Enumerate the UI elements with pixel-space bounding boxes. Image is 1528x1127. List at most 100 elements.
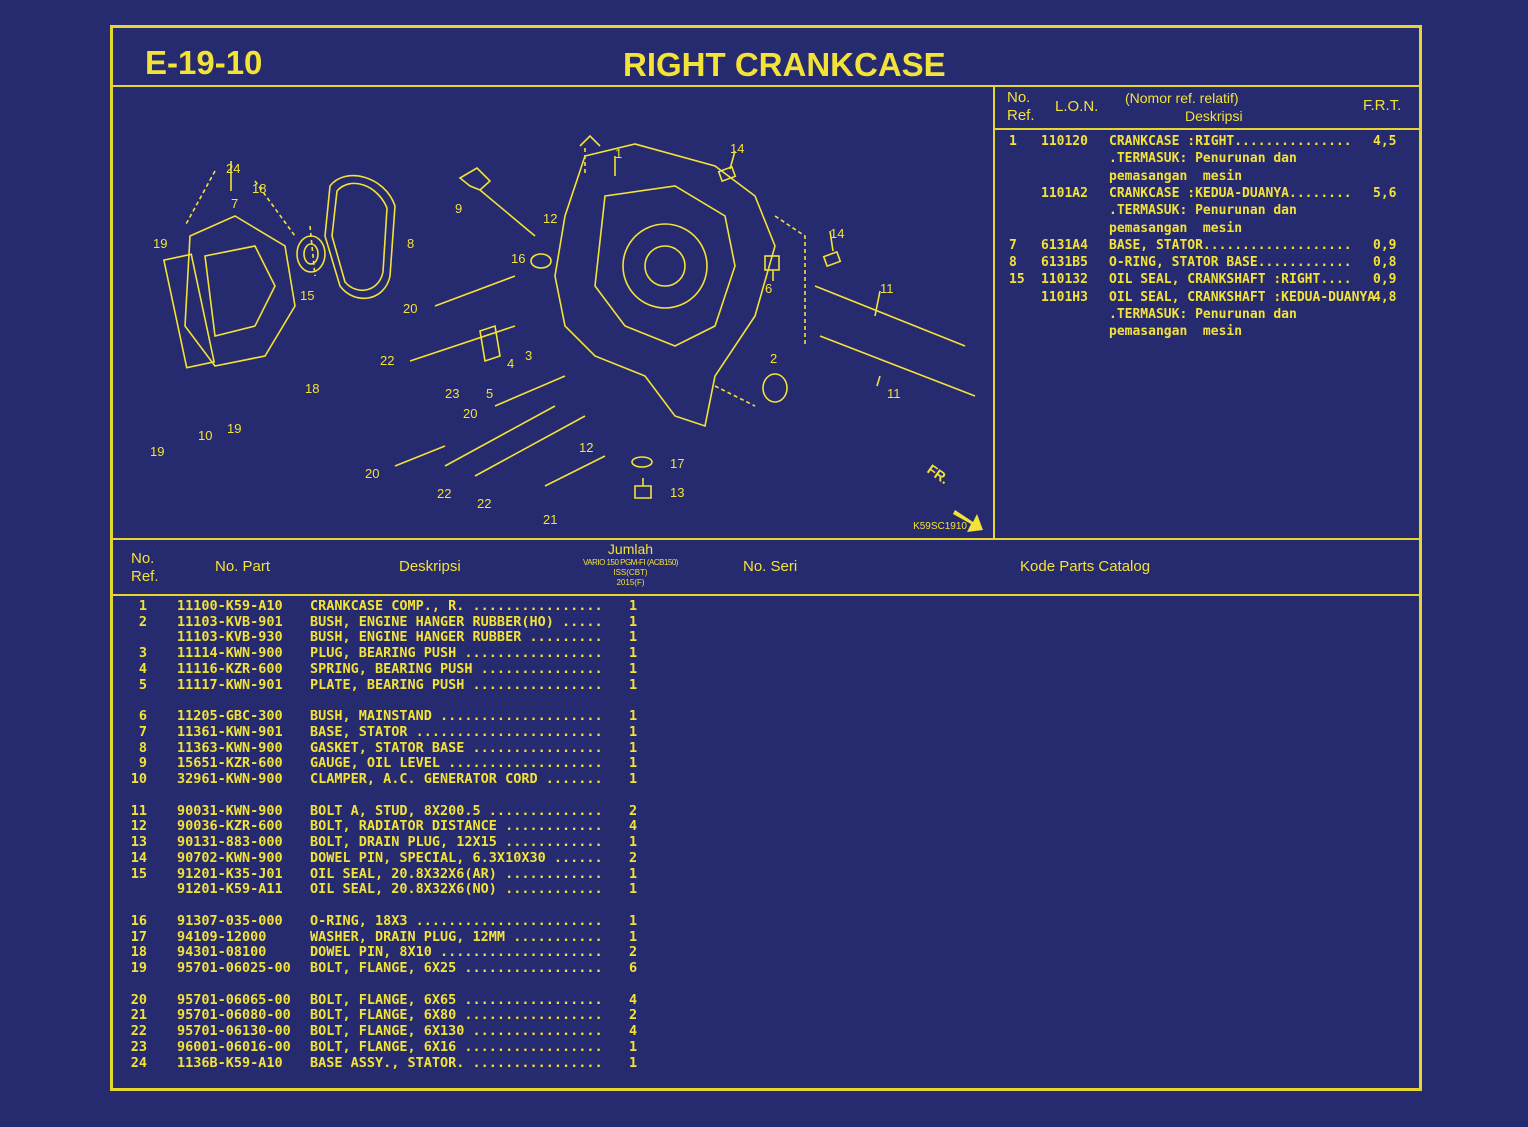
frt-cell-ref: 8 [1009, 255, 1017, 271]
part-cell-qty: 1 [629, 598, 638, 614]
callout-label: 22 [477, 496, 492, 511]
callout-label: 18 [305, 381, 320, 396]
parts-header-catalog: Kode Parts Catalog [1020, 558, 1151, 575]
part-cell-ref: 15 [130, 865, 147, 882]
diagram-stamp: K59SC1910 [913, 521, 967, 532]
part-cell-ref: 9 [138, 755, 147, 772]
part-cell-ref: 5 [138, 676, 147, 693]
part-cell-qty: 1 [629, 881, 638, 898]
part-cell-desc: BOLT A, STUD, 8X200.5 .............. [310, 802, 603, 819]
frt-row: pemasangan mesin [995, 168, 1415, 185]
parts-header-ref: No. Ref. [131, 550, 159, 586]
frt-header-desc: (Nomor ref. relatif) Deskripsi [1125, 89, 1325, 125]
part-cell-ref: 12 [130, 818, 147, 835]
stud-upper [814, 285, 966, 347]
part-cell-ref: 13 [130, 834, 147, 851]
callout-label: 20 [365, 466, 380, 481]
part-cell-qty: 1 [629, 723, 638, 740]
part-cell-desc: WASHER, DRAIN PLUG, 12MM ........... [310, 928, 603, 945]
part-cell-ref: 6 [138, 708, 147, 725]
part-cell-qty: 4 [629, 991, 638, 1008]
part-cell-desc: OIL SEAL, 20.8X32X6(NO) ............ [310, 881, 603, 898]
oil-seal [296, 235, 326, 273]
part-cell-desc: BOLT, DRAIN PLUG, 12X15 ............ [310, 834, 603, 851]
frt-cell-desc: pemasangan mesin [1109, 168, 1243, 184]
clamper-plate [162, 253, 216, 369]
part-cell-qty: 1 [629, 865, 638, 882]
callout-label: 18 [252, 181, 267, 196]
frt-row: 1101H3 OIL SEAL, CRANKSHAFT :KEDUA-DUANYA… [995, 289, 1415, 306]
part-cell-desc: BASE ASSY., STATOR. ................ [310, 1054, 603, 1071]
frt-header-frt: F.R.T. [1363, 97, 1402, 114]
part-cell-desc: GASKET, STATOR BASE ................ [310, 739, 603, 756]
frt-cell-frt: 0,9 [1373, 237, 1397, 253]
frt-header-ref: No. Ref. [1007, 89, 1035, 125]
parts-header-divider [113, 594, 1419, 596]
frt-cell-desc: O-RING, STATOR BASE............ [1109, 255, 1352, 271]
part-cell-qty: 1 [629, 629, 638, 646]
callout-label: 19 [150, 444, 165, 459]
part-cell-desc: CLAMPER, A.C. GENERATOR CORD ....... [310, 771, 603, 787]
parts-header-qty-label: Jumlah [607, 541, 654, 557]
part-cell-ref: 11 [130, 802, 147, 819]
part-cell-part: 95701-06065-00 [177, 991, 291, 1008]
part-cell-ref: 4 [138, 660, 147, 677]
part-cell-qty: 1 [629, 771, 638, 787]
part-cell-part: 11205-GBC-300 [177, 708, 283, 725]
frt-cell-desc: .TERMASUK: Penurunan dan [1109, 151, 1297, 167]
part-cell-ref: 10 [130, 771, 147, 787]
frt-cell-desc: OIL SEAL, CRANKSHAFT :KEDUA-DUANYA [1109, 289, 1376, 305]
part-cell-desc: BOLT, FLANGE, 6X16 ................. [310, 1038, 603, 1055]
stator-base [184, 215, 296, 367]
frt-cell-frt: 5,6 [1373, 185, 1397, 201]
part-cell-desc: BUSH, ENGINE HANGER RUBBER ......... [310, 629, 603, 646]
part-cell-desc: BOLT, FLANGE, 6X80 ................. [310, 1007, 603, 1024]
part-cell-desc: BOLT, FLANGE, 6X25 ................. [310, 960, 603, 976]
callout-label: 24 [226, 161, 241, 176]
frt-cell-frt: 4,5 [1373, 134, 1397, 149]
frt-header-desc-line1: (Nomor ref. relatif) [1125, 90, 1239, 106]
callout-label: 1 [615, 146, 623, 161]
part-cell-desc: PLATE, BEARING PUSH ................ [310, 676, 603, 693]
frt-cell-lon: 6131A4 [1041, 237, 1088, 253]
part-cell-part: 11114-KWN-900 [177, 645, 283, 662]
part-cell-ref: 18 [130, 944, 147, 961]
part-cell-part: 90131-883-000 [177, 834, 283, 851]
part-cell-ref: 1 [138, 598, 147, 614]
part-cell-ref: 23 [130, 1038, 147, 1055]
frt-cell-lon: 1101H3 [1041, 289, 1088, 305]
frt-header-lon: L.O.N. [1055, 98, 1099, 115]
frt-cell-lon: 110132 [1041, 272, 1088, 288]
part-cell-part: 15651-KZR-600 [177, 755, 283, 772]
frt-cell-desc: CRANKCASE :KEDUA-DUANYA........ [1109, 185, 1352, 201]
callout-label: 19 [153, 236, 168, 251]
part-cell-part: 96001-06016-00 [177, 1038, 291, 1055]
part-cell-qty: 6 [629, 960, 638, 976]
o-ring [530, 253, 552, 269]
part-cell-ref: 17 [130, 928, 147, 945]
part-cell-qty: 1 [629, 660, 638, 677]
part-cell-qty: 1 [629, 739, 638, 756]
part-cell-part: 11363-KWN-900 [177, 739, 283, 756]
frt-header-ref-line2: Ref. [1007, 107, 1035, 124]
parts-header-ref-line2: Ref. [131, 568, 159, 585]
part-cell-part: 11116-KZR-600 [177, 660, 283, 677]
part-cell-desc: BOLT, RADIATOR DISTANCE ............ [310, 818, 603, 835]
part-cell-part: 1136B-K59-A10 [177, 1054, 283, 1071]
